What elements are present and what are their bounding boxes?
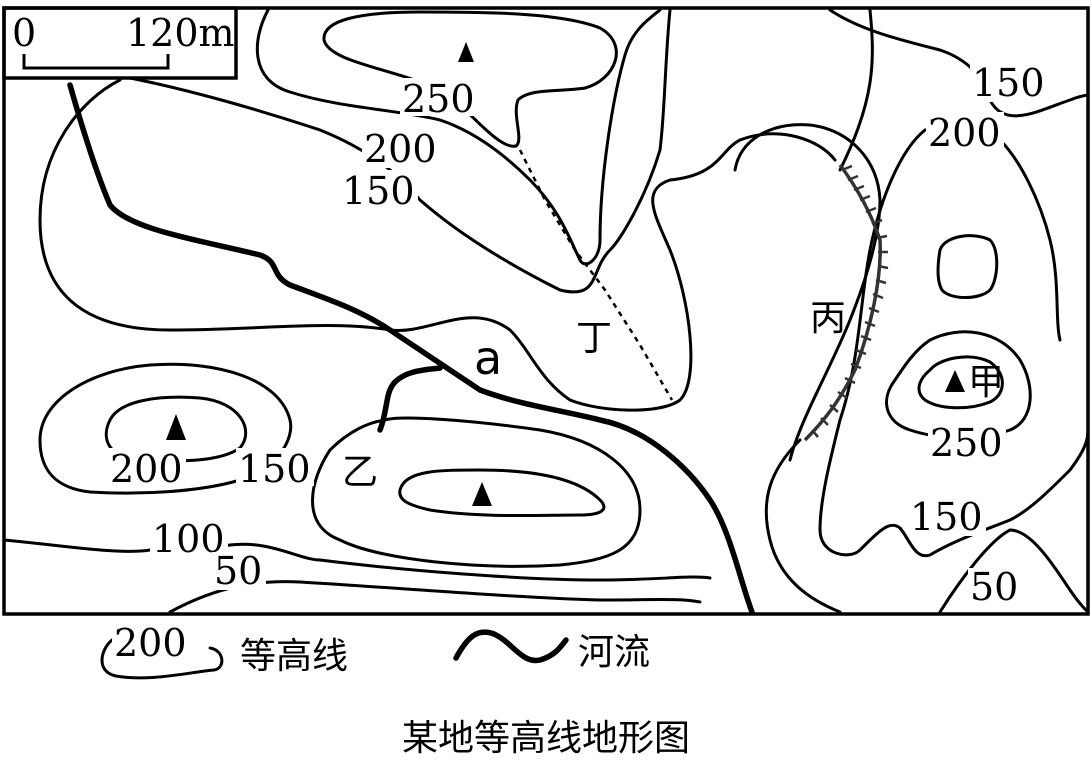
- scale-end: 120m: [126, 11, 235, 55]
- contour-top-200: [255, 8, 662, 266]
- cliff-hatching: [811, 164, 889, 438]
- contour-jia-inner: [917, 355, 1004, 410]
- peak-jia-icon: [945, 370, 965, 392]
- contour-right-200b: [998, 138, 1062, 342]
- place-label-ding: 丁: [576, 318, 612, 359]
- map-frame: [2, 6, 1090, 616]
- river-tributary: [377, 365, 443, 433]
- river-main: [67, 82, 755, 615]
- label-200-left: 200: [110, 447, 183, 491]
- legend-contour-value: 200: [114, 621, 187, 665]
- label-150-top: 150: [342, 169, 415, 213]
- contour-middle: [38, 78, 837, 412]
- contour-yi-outer: [311, 416, 642, 568]
- contour-top-150: [128, 8, 672, 294]
- contour-right-oval: [936, 234, 999, 299]
- legend-river-label: 河流: [578, 632, 650, 673]
- label-200-right: 200: [928, 111, 1001, 155]
- place-label-jia: 甲: [968, 362, 1004, 403]
- ridge-line: [518, 149, 674, 401]
- scale-bar-box: [2, 6, 238, 80]
- peak-top-icon: [458, 42, 474, 62]
- legend: 200 等高线 河流: [100, 621, 650, 680]
- label-250-top: 250: [402, 77, 475, 121]
- label-50-right: 50: [970, 565, 1018, 609]
- scale-start: 0: [12, 11, 36, 55]
- label-150-jia: 150: [910, 495, 983, 539]
- label-150-right: 150: [972, 61, 1045, 105]
- scale-bar: [22, 54, 170, 70]
- legend-contour-label: 等高线: [240, 636, 348, 677]
- peak-yi-icon: [472, 482, 492, 506]
- legend-river-sample: [453, 629, 569, 664]
- place-label-yi: 乙: [342, 452, 378, 493]
- contour-valley: [733, 123, 882, 462]
- map-caption: 某地等高线地形图: [402, 718, 690, 759]
- label-150-left: 150: [238, 447, 311, 491]
- label-200-top: 200: [364, 127, 437, 171]
- place-label-bing: 丙: [810, 298, 846, 339]
- contour-jia-150: [764, 438, 842, 614]
- contour-right-150: [828, 8, 1090, 118]
- place-label-a: a: [474, 331, 502, 385]
- label-250-jia: 250: [930, 421, 1003, 465]
- contour-left-150: [38, 362, 293, 495]
- legend-contour-sample: [100, 638, 224, 680]
- contour-yi-inner: [398, 468, 606, 518]
- peak-left-icon: [166, 414, 186, 440]
- label-50-bottom: 50: [214, 549, 262, 593]
- contour-bottom-100: [2, 538, 712, 582]
